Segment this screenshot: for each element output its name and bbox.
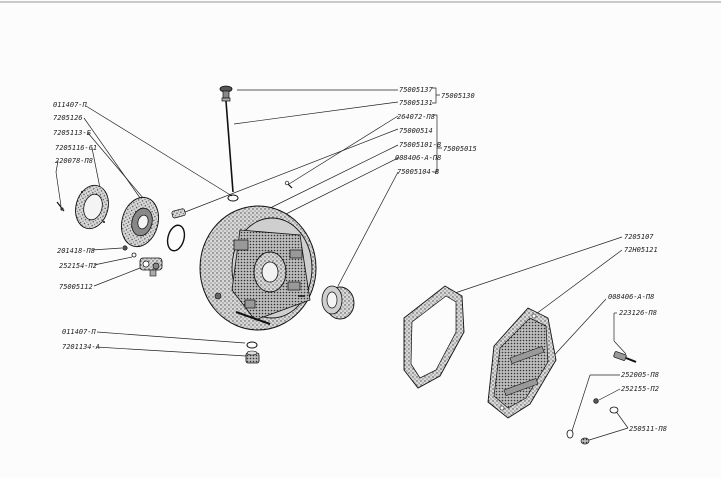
seal-housing-part bbox=[120, 196, 160, 248]
part-label: 7205113-Б bbox=[53, 129, 92, 137]
part-label: 7205116-61 bbox=[55, 144, 97, 152]
small-washers-part bbox=[122, 245, 137, 258]
assembly-label: 75005015 bbox=[443, 145, 477, 153]
small-screw-part bbox=[56, 201, 65, 212]
part-label: 75005101-В bbox=[399, 141, 441, 149]
part-label: 7205107 bbox=[624, 233, 654, 241]
part-label: 252154-П2 bbox=[59, 262, 97, 270]
gasket-part bbox=[403, 285, 465, 389]
cover-part bbox=[487, 307, 557, 419]
housing-screw-part bbox=[284, 180, 293, 189]
part-label: 011407-П bbox=[53, 101, 88, 109]
part-label: 011407-П bbox=[62, 328, 97, 336]
main-housing-part bbox=[199, 205, 317, 331]
part-label: 7201134-А bbox=[62, 343, 100, 351]
fitting-part bbox=[139, 257, 163, 277]
part-label: 264072-П8 bbox=[397, 113, 435, 121]
drain-plug-part bbox=[245, 341, 260, 364]
part-label: 201418-П8 bbox=[57, 247, 95, 255]
pin-part bbox=[171, 208, 186, 219]
part-label: 75005112 bbox=[59, 283, 93, 291]
dipstick-part bbox=[219, 85, 239, 202]
part-labels: 011407-П 7205126 7205113-Б 7205116-61 22… bbox=[53, 86, 667, 433]
part-label: 220078-П8 bbox=[55, 157, 93, 165]
part-label: 7205126 bbox=[53, 114, 83, 122]
round-plate-part bbox=[75, 184, 109, 230]
part-label: 72Н05121 bbox=[624, 246, 658, 254]
part-label: 252005-П8 bbox=[621, 371, 659, 379]
part-label: 75000514 bbox=[399, 127, 433, 135]
part-label: 008406-А-П8 bbox=[608, 293, 654, 301]
part-label: 75005137 bbox=[399, 86, 434, 94]
part-label: 75005131 bbox=[399, 99, 433, 107]
leader-lines bbox=[55, 87, 629, 442]
part-label: 250511-П8 bbox=[629, 425, 667, 433]
part-label: 252155-П2 bbox=[621, 385, 659, 393]
part-label: 008406-А-П8 bbox=[395, 154, 441, 162]
assembly-label: 75005130 bbox=[441, 92, 475, 100]
right-washers-part bbox=[566, 398, 619, 445]
bushing-part bbox=[321, 285, 355, 320]
part-label: 223126-П8 bbox=[619, 309, 657, 317]
bolt-part bbox=[613, 351, 637, 363]
o-ring-part bbox=[166, 224, 186, 252]
part-label: 75005104-В bbox=[397, 168, 439, 176]
